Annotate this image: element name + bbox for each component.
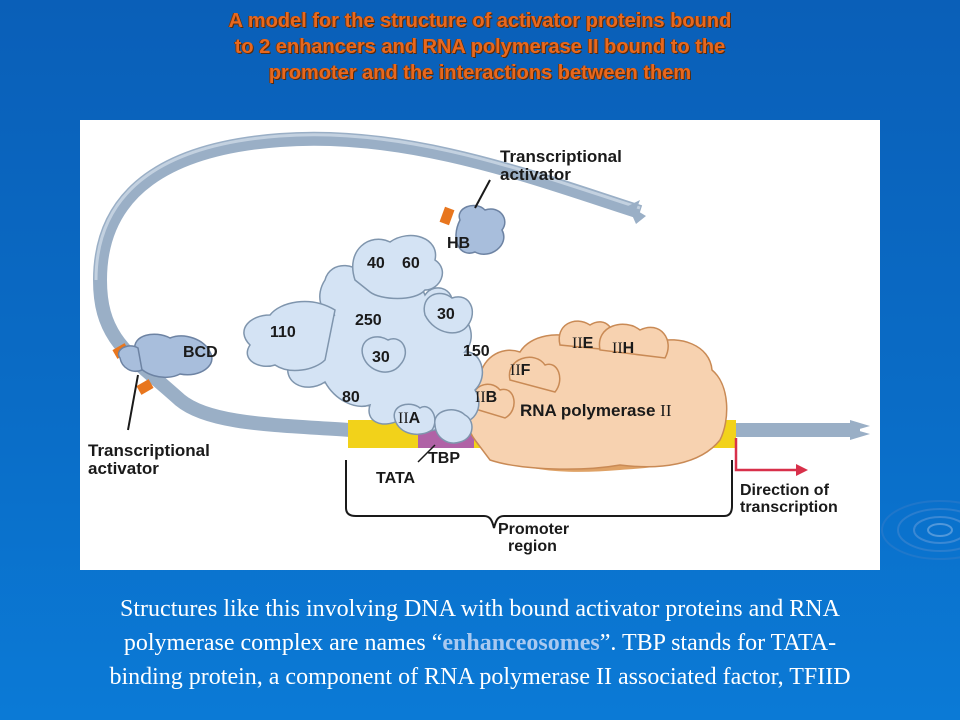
tfiih-label: IIH bbox=[612, 340, 634, 357]
svg-text:activator: activator bbox=[500, 165, 571, 184]
caption-line-2-pre: polymerase complex are names “ bbox=[123, 630, 443, 656]
direction-arrowhead bbox=[796, 464, 808, 476]
title-line-1: A model for the structure of activator p… bbox=[228, 10, 732, 32]
enhanceosome-figure: Transcriptional activator Transcriptiona… bbox=[80, 120, 880, 570]
taf-30-upper-label: 30 bbox=[437, 306, 455, 323]
bcd-activator bbox=[134, 333, 213, 379]
caption: Structures like this involving DNA with … bbox=[10, 592, 950, 694]
rna-polymerase-label: RNA polymerase II bbox=[520, 401, 672, 420]
pointer-tata bbox=[417, 444, 436, 463]
caption-line-2-post: ”. TBP stands for TATA- bbox=[599, 630, 837, 656]
title-line-2: to 2 enhancers and RNA polymerase II bou… bbox=[234, 36, 726, 58]
tbp-label: TBP bbox=[428, 450, 460, 467]
top-activator-label-2: activator bbox=[500, 165, 571, 184]
promoter-label-2: region bbox=[508, 538, 557, 555]
pointer-top-activator bbox=[474, 179, 491, 209]
svg-text:activator: activator bbox=[88, 459, 159, 478]
tfiid-left-lobe bbox=[243, 300, 336, 372]
taf-40-60-lobe bbox=[352, 234, 444, 300]
direction-arrow bbox=[734, 438, 800, 472]
bcd-label: BCD bbox=[183, 344, 218, 361]
bcd-activator-tail bbox=[117, 345, 143, 372]
dna-top-end bbox=[628, 200, 646, 224]
top-activator-label-1: Transcriptional bbox=[500, 147, 622, 166]
pointer-bottom-activator bbox=[127, 374, 139, 431]
dna-right-end bbox=[850, 420, 870, 440]
hb-label: HB bbox=[447, 235, 470, 252]
taf-110-label: 110 bbox=[270, 324, 296, 341]
taf-30-lower-lobe bbox=[361, 336, 406, 373]
dna-loop-highlight bbox=[94, 133, 641, 281]
tata-label: TATA bbox=[376, 470, 416, 487]
enhancer-left-2 bbox=[136, 379, 154, 395]
tfiif-label: IIF bbox=[510, 362, 531, 379]
ripple-decoration bbox=[881, 500, 960, 560]
tfiia-lobe bbox=[393, 403, 436, 436]
taf-150-label: 150 bbox=[463, 343, 490, 360]
caption-term-enhanceosomes: enhanceosomes bbox=[442, 630, 600, 656]
title-line-3: promoter and the interactions between th… bbox=[268, 62, 692, 84]
svg-text:transcription: transcription bbox=[740, 499, 838, 516]
slide-title: A model for the structure of activator p… bbox=[60, 8, 900, 86]
promoter-label-1: Promoter bbox=[498, 521, 569, 538]
tbp-lobe bbox=[434, 409, 473, 444]
enhanceosome-diagram: Transcriptional activator Transcriptiona… bbox=[88, 131, 870, 555]
enhancer-top-1 bbox=[439, 206, 455, 226]
taf-250-label: 250 bbox=[355, 312, 382, 329]
tfiif-lobe bbox=[508, 356, 561, 393]
caption-line-1: Structures like this involving DNA with … bbox=[120, 596, 840, 622]
tfiie-label: IIE bbox=[572, 335, 594, 352]
direction-label-2: transcription bbox=[740, 499, 838, 516]
bottom-activator-label-2: activator bbox=[88, 459, 159, 478]
promoter-bracket bbox=[345, 460, 733, 529]
bottom-activator-label-1: Transcriptional bbox=[88, 441, 210, 460]
svg-text:Direction of: Direction of bbox=[740, 482, 830, 499]
tfiia-label: IIA bbox=[398, 410, 421, 427]
svg-text:Promoter: Promoter bbox=[498, 521, 569, 538]
direction-label-1: Direction of bbox=[740, 482, 830, 499]
dna-loop bbox=[92, 131, 860, 437]
tfiib-label: IIB bbox=[475, 389, 497, 406]
svg-text:Transcriptional: Transcriptional bbox=[88, 441, 210, 460]
caption-line-2: polymerase complex are names “enhanceoso… bbox=[10, 626, 950, 660]
tfiih-lobe bbox=[598, 323, 669, 359]
taf-40-label: 40 bbox=[367, 255, 385, 272]
taf-30-upper-lobe bbox=[423, 292, 473, 334]
svg-text:region: region bbox=[508, 538, 557, 555]
taf-80-label: 80 bbox=[342, 389, 360, 406]
taf-60-label: 60 bbox=[402, 255, 420, 272]
svg-text:Transcriptional: Transcriptional bbox=[500, 147, 622, 166]
hb-activator bbox=[455, 204, 506, 255]
taf-30-lower-label: 30 bbox=[372, 349, 390, 366]
caption-line-3: binding protein, a component of RNA poly… bbox=[109, 664, 851, 690]
